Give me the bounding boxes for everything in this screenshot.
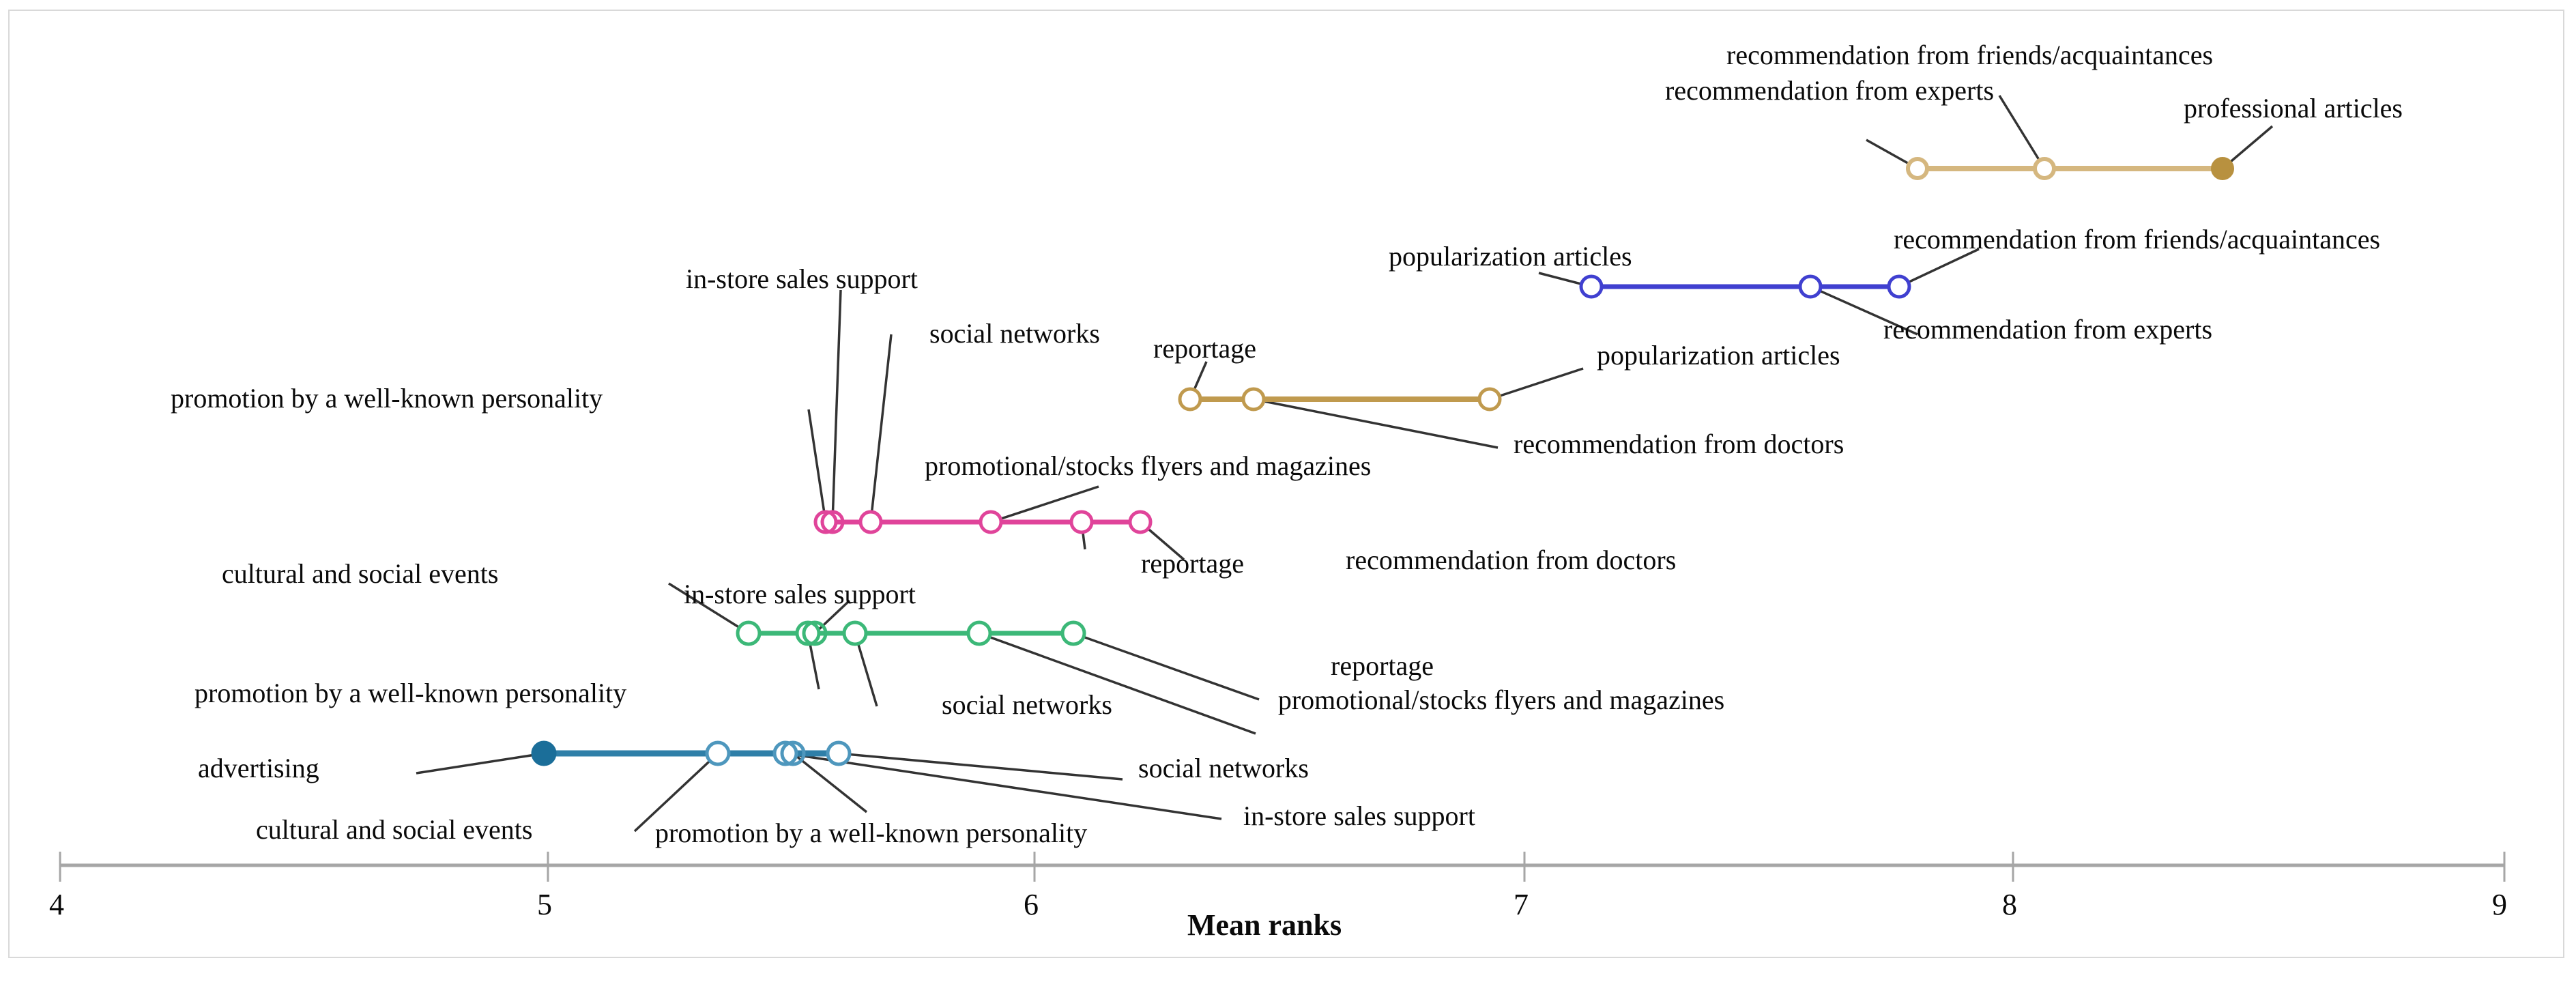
data-point <box>858 510 883 534</box>
series-lightblue[interactable] <box>531 740 852 766</box>
annotation-social-lblue: social networks <box>1138 753 1309 783</box>
data-point <box>1887 274 1911 299</box>
annotation-rec-friends-top: recommendation from friends/acquaintance… <box>1726 40 2214 70</box>
annotation-promo-personality-green: promotion by a well-known personality <box>194 678 627 708</box>
annotation-rec-doctors-pink: recommendation from doctors <box>1346 545 1677 575</box>
annotation-rec-experts-top: recommendation from experts <box>1665 75 1995 106</box>
annotation-promo-personality-pink: promotion by a well-known personality <box>171 383 603 414</box>
annotation-advertising-lblue: advertising <box>198 753 319 783</box>
data-point <box>966 620 992 646</box>
annotation-professional-articles: professional articles <box>2184 93 2403 124</box>
data-point <box>820 510 845 534</box>
annotation-cultural-green: cultural and social events <box>222 558 499 589</box>
annotation-social-pink: social networks <box>929 318 1100 349</box>
annotation-pop-articles-tan: popularization articles <box>1597 340 1840 371</box>
x-tick-label-6: 6 <box>1024 888 1039 921</box>
annotation-flyers-pink: promotional/stocks flyers and magazines <box>925 450 1372 481</box>
x-tick-label-4: 4 <box>49 888 64 921</box>
data-point <box>795 620 821 646</box>
data-point <box>705 740 731 766</box>
x-tick-label-5: 5 <box>537 888 552 921</box>
data-point <box>1798 274 1823 299</box>
data-point <box>1579 274 1604 299</box>
annotation-pop-articles-blue: popularization articles <box>1389 241 1632 272</box>
series-blue[interactable] <box>1579 274 1911 299</box>
data-point <box>802 620 828 646</box>
data-point <box>772 740 798 766</box>
x-axis-title: Mean ranks <box>1187 908 1342 942</box>
data-point <box>2211 157 2234 180</box>
data-point <box>826 740 852 766</box>
annotation-reportage-pink: reportage <box>1141 548 1245 579</box>
series-tan[interactable] <box>1178 387 1502 411</box>
x-tick-label-8: 8 <box>2002 888 2017 921</box>
data-point <box>1906 157 1929 180</box>
data-point <box>1069 510 1094 534</box>
annotation-instore-lblue: in-store sales support <box>1243 800 1475 831</box>
data-point <box>1060 620 1086 646</box>
data-point <box>780 740 806 766</box>
x-tick-label-7: 7 <box>1514 888 1529 921</box>
annotation-rec-friends-blue: recommendation from friends/acquaintance… <box>1894 224 2381 255</box>
data-point <box>979 510 1003 534</box>
annotation-rec-doctors-tan: recommendation from doctors <box>1514 429 1844 459</box>
series-green[interactable] <box>736 620 1086 646</box>
annotation-instore-pink: in-store sales support <box>686 263 918 294</box>
data-point <box>813 510 838 534</box>
data-point <box>1477 387 1502 411</box>
annotation-instore-green: in-store sales support <box>684 579 916 609</box>
data-point <box>1241 387 1266 411</box>
data-point <box>1178 387 1202 411</box>
series-pink[interactable] <box>813 510 1153 534</box>
data-point <box>2033 157 2056 180</box>
annotation-rec-experts-blue: recommendation from experts <box>1883 314 2213 345</box>
annotation-social-green: social networks <box>942 689 1112 720</box>
series-gold[interactable] <box>1906 157 2234 180</box>
x-axis <box>59 852 2506 882</box>
data-point <box>531 740 557 766</box>
data-point <box>1128 510 1153 534</box>
data-point <box>736 620 762 646</box>
annotation-reportage-green: reportage <box>1331 650 1434 681</box>
annotation-flyers-green: promotional/stocks flyers and magazines <box>1277 684 1725 715</box>
annotation-reportage-tan: reportage <box>1153 333 1257 364</box>
annotation-promo-personality-lblue: promotion by a well-known personality <box>655 818 1088 848</box>
annotation-cultural-lblue: cultural and social events <box>256 814 533 845</box>
x-tick-label-9: 9 <box>2492 888 2507 921</box>
data-point <box>842 620 868 646</box>
